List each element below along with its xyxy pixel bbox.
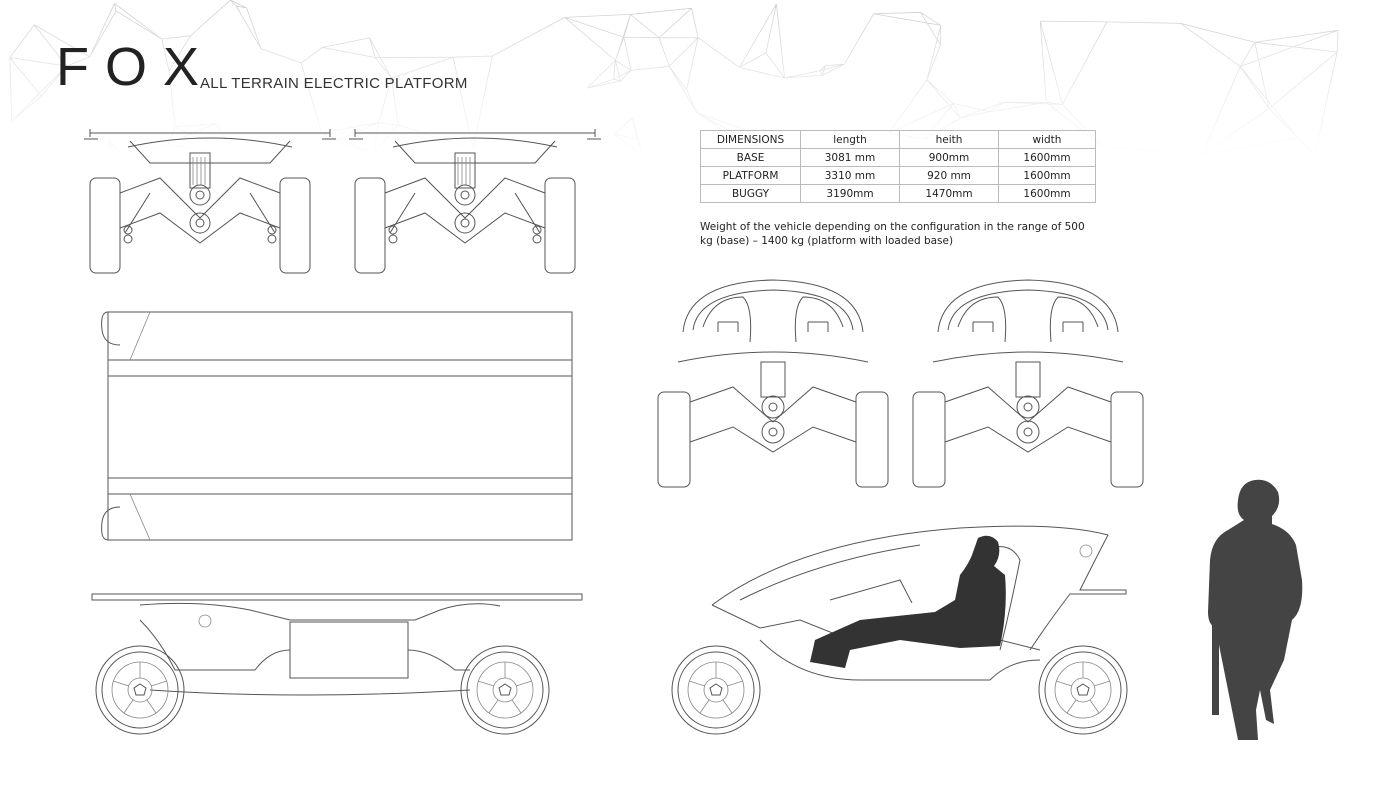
buggy-front-view-b — [912, 279, 1144, 488]
brand-title: FOX — [56, 37, 216, 97]
row-label: BUGGY — [700, 184, 801, 203]
platform-top-view — [101, 311, 573, 541]
table-row: BASE 3081 mm 900mm 1600mm — [700, 148, 1096, 167]
row-label: PLATFORM — [700, 166, 801, 185]
table-cell: 3190mm — [800, 184, 900, 203]
soldier-silhouette — [1208, 479, 1303, 740]
brand-subtitle: ALL TERRAIN ELECTRIC PLATFORM — [200, 75, 468, 92]
platform-side-view — [91, 593, 583, 735]
dimensions-table: DIMENSIONS length heith width BASE 3081 … — [700, 130, 1096, 203]
table-cell: 1600mm — [998, 166, 1096, 185]
table-header-row: DIMENSIONS length heith width — [700, 130, 1096, 149]
table-row: BUGGY 3190mm 1470mm 1600mm — [700, 184, 1096, 203]
table-cell: 1600mm — [998, 148, 1096, 167]
table-cell: 1470mm — [899, 184, 999, 203]
driver-silhouette — [810, 535, 1006, 668]
buggy-front-view-a — [657, 279, 889, 488]
rifle-icon — [1212, 620, 1219, 715]
buggy-side-view — [671, 525, 1128, 735]
base-front-view-b — [348, 128, 602, 274]
table-row: PLATFORM 3310 mm 920 mm 1600mm — [700, 166, 1096, 185]
header-cell: heith — [899, 130, 999, 149]
table-cell: 1600mm — [998, 184, 1096, 203]
weight-note: Weight of the vehicle depending on the c… — [700, 221, 1085, 247]
base-front-view-a — [83, 128, 337, 274]
